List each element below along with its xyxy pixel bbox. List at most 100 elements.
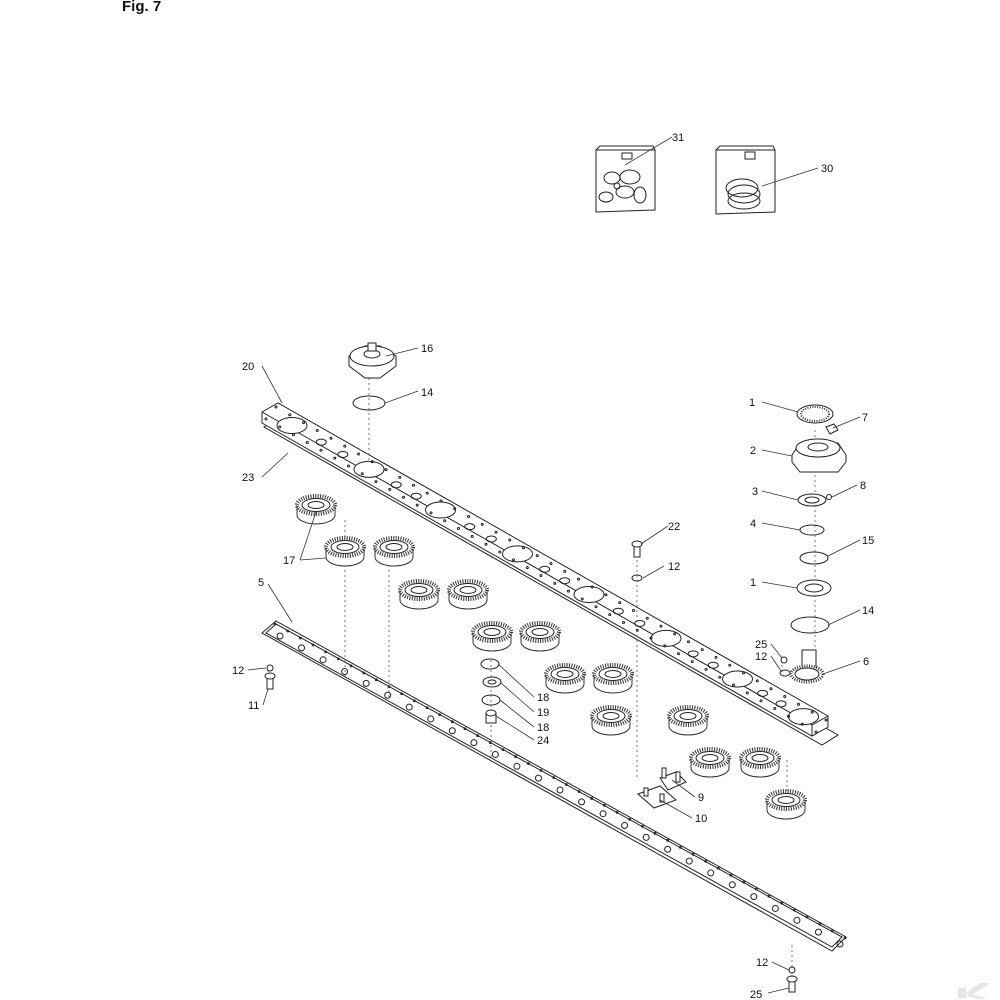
edge-hole bbox=[645, 616, 649, 620]
edge-hole bbox=[398, 475, 402, 479]
edge-hole bbox=[659, 624, 663, 628]
plate-edge-hole bbox=[615, 811, 619, 814]
edge-hole bbox=[374, 480, 378, 484]
edge-hole bbox=[480, 522, 484, 526]
housing-hole bbox=[410, 492, 422, 500]
callout-11: 11 bbox=[248, 700, 259, 712]
plate-hole bbox=[341, 668, 349, 676]
plate-edge-hole bbox=[311, 643, 315, 647]
plate-edge-hole bbox=[286, 629, 290, 633]
edge-hole bbox=[718, 675, 722, 679]
edge-hole bbox=[512, 558, 515, 562]
callout-8: 8 bbox=[860, 480, 866, 492]
plate-edge-hole bbox=[767, 894, 771, 898]
callout-18: 18 bbox=[537, 692, 549, 704]
edge-hole bbox=[742, 671, 745, 675]
edge-hole bbox=[567, 589, 570, 593]
edge-hole bbox=[535, 554, 539, 558]
edge-hole bbox=[677, 652, 680, 656]
gear bbox=[519, 621, 561, 652]
edge-hole bbox=[783, 695, 787, 699]
edge-hole bbox=[714, 655, 718, 659]
plate-edge-hole bbox=[526, 762, 530, 765]
callout-17: 17 bbox=[283, 555, 295, 567]
plate-edge-hole bbox=[590, 797, 594, 800]
plate-edge-hole bbox=[628, 817, 632, 821]
callout-24: 24 bbox=[537, 735, 549, 747]
plate-edge-hole bbox=[843, 936, 847, 940]
edge-hole bbox=[622, 620, 625, 624]
edge-hole bbox=[673, 632, 677, 636]
gear bbox=[592, 663, 634, 694]
housing-bore bbox=[276, 417, 308, 435]
callout-15: 15 bbox=[862, 535, 874, 547]
plate-edge-hole bbox=[602, 804, 606, 807]
gear bbox=[739, 747, 781, 778]
plate-edge-hole bbox=[336, 657, 340, 661]
callout-14: 14 bbox=[421, 387, 433, 399]
gear bbox=[324, 536, 366, 567]
plate-edge-hole bbox=[273, 622, 277, 626]
edge-hole bbox=[824, 718, 828, 722]
callout-3: 3 bbox=[752, 486, 758, 498]
callout-7: 7 bbox=[862, 412, 868, 424]
edge-hole bbox=[343, 444, 347, 448]
kit-bag-30 bbox=[715, 145, 776, 215]
callout-18b: 18 bbox=[537, 722, 549, 734]
gear bbox=[471, 621, 513, 652]
callout-labels: 31 30 16 20 14 23 1 7 2 3 8 4 15 17 22 1… bbox=[232, 132, 874, 1000]
housing-bore bbox=[425, 501, 456, 519]
plate-edge-hole bbox=[754, 887, 758, 891]
plate-edge-hole bbox=[805, 915, 809, 919]
plate-edge-hole bbox=[298, 636, 302, 640]
edge-hole bbox=[274, 405, 278, 409]
edge-hole bbox=[594, 605, 598, 609]
plate-edge-hole bbox=[640, 824, 644, 828]
edge-hole bbox=[814, 730, 818, 734]
plate-edge-hole bbox=[666, 838, 670, 842]
edge-hole bbox=[549, 562, 553, 565]
plate-edge-hole bbox=[514, 755, 518, 758]
edge-hole bbox=[755, 679, 759, 683]
plate-edge-hole bbox=[488, 741, 492, 745]
housing-bore bbox=[573, 586, 605, 604]
housing-hole bbox=[337, 450, 349, 458]
gear bbox=[765, 789, 807, 820]
edge-hole bbox=[457, 527, 460, 531]
gear bbox=[295, 494, 337, 525]
plate-hole bbox=[276, 632, 284, 640]
edge-hole bbox=[302, 421, 305, 425]
edge-hole bbox=[759, 699, 763, 703]
housing-hole bbox=[539, 565, 551, 573]
plate-hole bbox=[836, 940, 844, 948]
plate-hole bbox=[405, 703, 413, 711]
housing-hole bbox=[612, 607, 624, 615]
plate-edge-hole bbox=[412, 699, 416, 703]
plate-hole bbox=[814, 928, 822, 936]
leader-lines bbox=[247, 136, 861, 994]
edge-hole bbox=[264, 417, 268, 421]
plate-hole bbox=[491, 750, 499, 758]
plate-edge-hole bbox=[400, 692, 404, 696]
edge-hole bbox=[498, 550, 502, 554]
plate-edge-hole bbox=[349, 664, 353, 668]
edge-hole bbox=[704, 667, 708, 671]
figure-title: Fig. 7 bbox=[122, 0, 162, 15]
plate-hole bbox=[319, 656, 327, 664]
plate-hole bbox=[556, 786, 564, 794]
callout-9: 9 bbox=[698, 792, 704, 804]
callout-6: 6 bbox=[863, 656, 869, 668]
edge-hole bbox=[508, 538, 512, 542]
edge-hole bbox=[769, 687, 773, 691]
edge-hole bbox=[700, 648, 704, 652]
plate-hole bbox=[771, 904, 779, 912]
edge-hole bbox=[732, 683, 735, 687]
gear bbox=[373, 536, 415, 567]
plate-hole bbox=[362, 679, 370, 687]
edge-hole bbox=[370, 460, 374, 464]
edge-hole bbox=[553, 581, 557, 585]
callout-23: 23 bbox=[242, 472, 254, 484]
watermark-logo bbox=[958, 983, 990, 999]
plate-edge-hole bbox=[374, 678, 378, 682]
plate-edge-hole bbox=[425, 706, 429, 710]
